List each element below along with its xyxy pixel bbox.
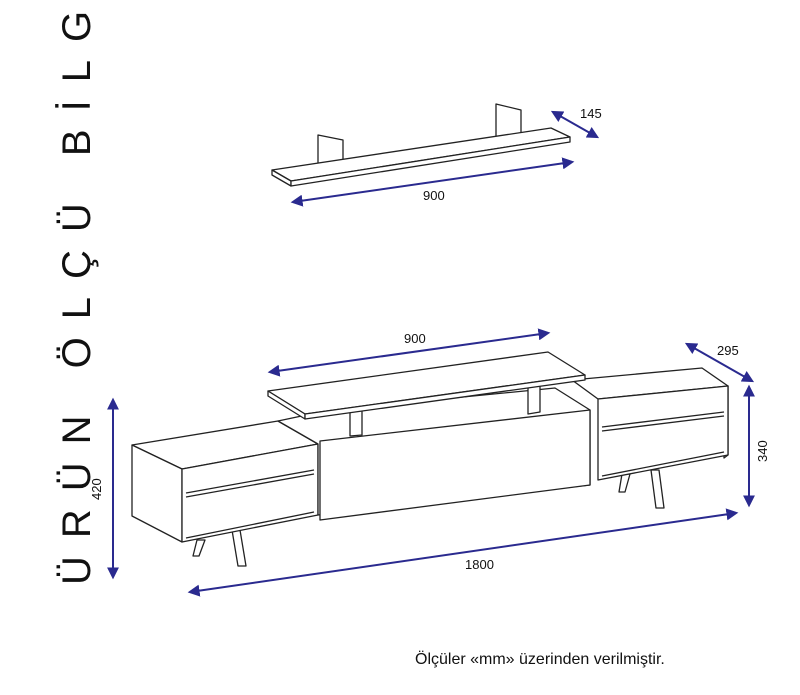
arrow-shelf-width [290,157,575,207]
label-unit-height-right: 340 [755,440,770,462]
dimension-lines [107,110,755,597]
center-drop-door [319,409,591,521]
left-leg-a [192,539,206,557]
left-leg-b [231,529,247,567]
right-cabinet-front [597,385,729,481]
arrow-unit-width [187,508,739,597]
arrow-shelf-depth [550,110,600,139]
right-leg-b [650,469,665,509]
label-unit-height-left: 420 [89,478,104,500]
tv-unit [131,351,729,567]
arrow-unit-depth [684,342,755,383]
label-top-width: 900 [404,331,426,346]
wall-shelf [271,103,571,187]
label-unit-width: 1800 [465,557,494,572]
right-leg-a [618,473,631,493]
label-shelf-depth: 145 [580,106,602,121]
units-footnote: Ölçüler «mm» üzerinden verilmiştir. [415,651,665,668]
label-shelf-width: 900 [423,188,445,203]
shelf-plank-top [271,127,571,182]
label-unit-depth: 295 [717,343,739,358]
arrow-top-width [267,328,551,377]
